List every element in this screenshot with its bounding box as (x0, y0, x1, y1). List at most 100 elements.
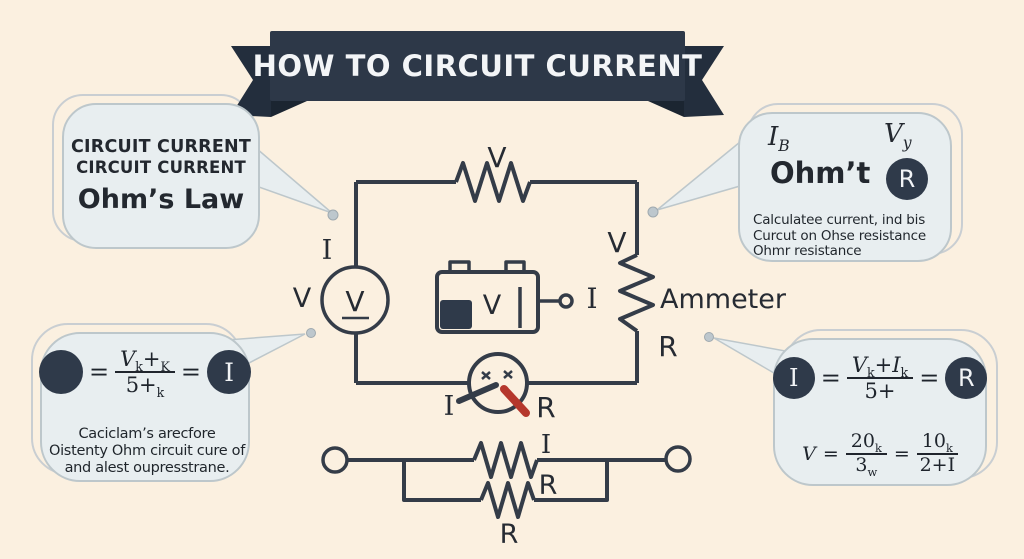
connector-dot-group (306, 206, 714, 342)
equals-sign: = (88, 358, 110, 387)
callout-tr-body-line1: Calculatee current, ind bis (753, 212, 926, 228)
callout-bl-body-line3: and alest oupresstrane. (64, 460, 230, 476)
fraction-10k-over-2i: 10k 2+I (916, 431, 958, 476)
fraction-vk-ik-over-5: Vk+Ik 5+ (846, 353, 914, 404)
battery-charge-block (440, 300, 472, 329)
callout-top-left: CIRCUIT CURRENT CIRCUIT CURRENT Ohm’s La… (62, 103, 260, 249)
badge-i: I (772, 357, 815, 400)
label-loop-current-i: I (322, 235, 333, 266)
label-parallel-bottom-r: R (500, 519, 519, 550)
callout-tr-body-line3: Ohmr resistance (753, 243, 862, 259)
den-base: 3 (855, 453, 868, 476)
fraction-denominator: 5+k (125, 373, 165, 399)
voltmeter-icon (320, 265, 390, 335)
label-meter-r: R (536, 391, 555, 424)
page-title: HOW TO CIRCUIT CURRENT (252, 49, 703, 83)
label-ammeter: Ammeter (660, 284, 787, 315)
num-sub: k (945, 440, 953, 455)
callout-tr-body-line2: Curcut on Ohse resistance (753, 227, 926, 244)
fraction-denominator: 2+I (919, 453, 956, 476)
ribbon-flag-left (231, 46, 271, 117)
fraction-numerator: Vk+K (115, 347, 175, 375)
den-sub: k (156, 385, 165, 401)
label-voltmeter-face-v: V (345, 285, 364, 318)
label-voltmeter-side-v: V (293, 283, 312, 314)
callout-tl-line2: CIRCUIT CURRENT (76, 158, 246, 177)
label-right-resistor-v: V (607, 226, 626, 259)
label-battery-terminal-i: I (586, 282, 597, 315)
terminal-left-icon (321, 446, 349, 474)
fraction-numerator: Vk+Ik (846, 353, 914, 381)
fraction-numerator: 10k (916, 431, 958, 455)
meter-needle-red (500, 385, 530, 417)
ribbon-fold-left (271, 97, 316, 117)
resistor-parallel-top-icon (472, 441, 539, 479)
ribbon-fold-right (639, 97, 684, 117)
callout-tail-group (225, 140, 793, 378)
var1-sub: B (778, 137, 790, 156)
fraction-vk-over-5k: Vk+K 5+k (115, 347, 175, 399)
fraction-denominator: 3w (855, 453, 878, 479)
battery-terminal-node (558, 293, 574, 309)
callout-tr-body: Calculatee current, ind bis Curcut on Oh… (753, 212, 945, 260)
badge-r: R (886, 158, 928, 200)
fraction-20k-over-3w: 20k 3w (845, 430, 887, 479)
num-base: V (851, 353, 867, 377)
num-sub: k (867, 365, 875, 381)
equals-sign: = (820, 364, 841, 393)
meter-needle-dark (456, 382, 499, 404)
connector-dot-bottom-right (704, 332, 714, 342)
main-loop-wire (354, 180, 639, 385)
callout-bl-body-line1: Caciclam’s arecfore (78, 426, 216, 442)
label-parallel-mid-r: R (539, 470, 558, 501)
num-op: + (142, 347, 161, 371)
callout-bottom-right: I = Vk+Ik 5+ = R V = 20k 3w = 10k 2+I (772, 338, 988, 486)
label-meter-i: I (444, 391, 455, 422)
ribbon-main (270, 31, 685, 101)
equals-sign: = (893, 442, 910, 465)
badge-i: I (207, 350, 252, 395)
tail-top-right (656, 140, 741, 211)
circuit-diagram (320, 161, 692, 519)
callout-tr-heading: Ohm’t (770, 156, 871, 190)
resistor-top-icon (454, 161, 532, 203)
fraction-denominator: 5+ (864, 379, 896, 404)
connector-dot-top-right (647, 206, 659, 218)
variable-i-sub-b: IB (768, 122, 790, 156)
formula-row-bl: = Vk+K 5+k = I (38, 347, 252, 399)
callout-bl-body: Caciclam’s arecfore Oistenty Ohm circuit… (48, 426, 246, 477)
label-battery-v: V (483, 290, 502, 321)
den-base: 5+ (125, 373, 157, 398)
num-sub2: k (900, 365, 909, 381)
equals-sign: = (180, 358, 202, 387)
resistor-right-icon (618, 253, 655, 333)
num-base: 20 (850, 430, 875, 452)
callout-tl-heading: Ohm’s Law (77, 184, 245, 215)
callout-bl-body-line2: Oistenty Ohm circuit cure of (48, 443, 246, 459)
tail-top-left (255, 146, 333, 214)
formula-row2-br: V = 20k 3w = 10k 2+I (775, 430, 985, 479)
circuit-label-group: V I V V V I V Ammeter R I R I R R (293, 141, 787, 550)
callout-tl-line1: CIRCUIT CURRENT (71, 137, 251, 157)
num-op: + (874, 353, 893, 377)
equals-sign: = (822, 442, 839, 465)
connector-dot-bottom-left (306, 328, 316, 338)
fraction-numerator: 20k (845, 430, 887, 455)
ribbon-flag-right (684, 46, 724, 117)
label-right-resistor-r: R (658, 330, 677, 363)
parallel-circuit-wire (347, 458, 666, 502)
badge-r: R (945, 357, 988, 400)
formula-row1-br: I = Vk+Ik 5+ = R (772, 353, 988, 404)
terminal-right-icon (664, 445, 692, 473)
var1-base: I (768, 122, 779, 152)
equals-sign: = (919, 364, 940, 393)
meter-x-mark-left (481, 371, 491, 380)
den-sub: w (867, 464, 878, 479)
label-top-resistor-v: V (487, 141, 506, 174)
num-base: V (120, 347, 136, 371)
num-sub: k (135, 359, 143, 375)
badge-blank-circle (38, 350, 83, 395)
ribbon-banner (231, 31, 724, 117)
resistor-parallel-bottom-icon (479, 481, 536, 519)
